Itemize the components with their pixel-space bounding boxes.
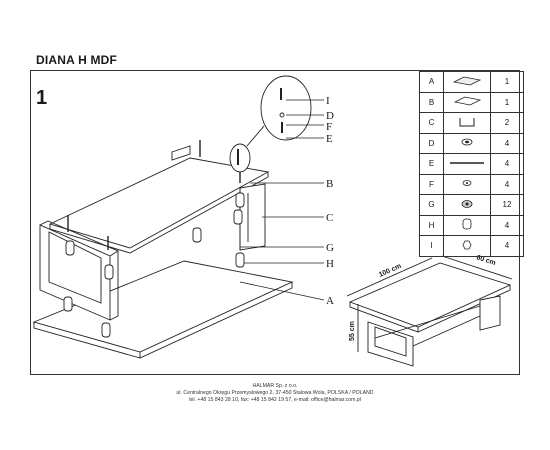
side-frame-icon: [443, 112, 491, 134]
part-quantity: 4: [490, 173, 524, 195]
callout-a: A: [326, 295, 334, 307]
cap-nut-icon: [443, 235, 491, 257]
part-quantity: 2: [490, 112, 524, 134]
part-letter: G: [419, 194, 444, 216]
part-quantity: 4: [490, 235, 524, 257]
shelf-b: [48, 157, 270, 249]
long-rod-icon: [443, 153, 491, 175]
suction-pad-icon: [443, 194, 491, 216]
part-quantity: 1: [490, 91, 524, 113]
part-letter: C: [419, 112, 444, 134]
washer-icon: [443, 132, 491, 154]
detail-circle-large: [260, 75, 312, 141]
detail-circle-small: [229, 143, 251, 173]
part-quantity: 1: [490, 71, 524, 93]
callout-f: F: [326, 121, 332, 133]
callout-h: H: [326, 258, 334, 270]
part-quantity: 4: [490, 214, 524, 236]
callout-i: I: [326, 95, 330, 107]
part-letter: B: [419, 91, 444, 113]
part-letter: H: [419, 214, 444, 236]
parts-row: G 12: [419, 194, 524, 216]
callout-d: D: [326, 110, 334, 122]
part-quantity: 12: [490, 194, 524, 216]
callout-c: C: [326, 212, 333, 224]
step-number: 1: [36, 87, 48, 109]
callout-g: G: [326, 242, 334, 254]
shelf-panel-icon: [443, 91, 491, 113]
dimension-height: 55 cm: [349, 321, 356, 341]
part-letter: F: [419, 173, 444, 195]
footer-company: HALMAR Sp. z o.o.: [252, 383, 298, 389]
callout-e: E: [326, 133, 333, 145]
footer-contact: tel. +48 15 843 28 10, fax: +48 15 842 1…: [189, 397, 361, 403]
finished-table-drawing: [346, 255, 513, 367]
part-quantity: 4: [490, 132, 524, 154]
document-title: DIANA H MDF: [36, 53, 118, 67]
part-letter: A: [419, 71, 444, 93]
spacer-cylinder-icon: [443, 214, 491, 236]
part-letter: D: [419, 132, 444, 154]
part-letter: E: [419, 153, 444, 175]
callout-b: B: [326, 178, 333, 190]
small-washer-icon: [443, 173, 491, 195]
glass-top-panel-icon: [443, 71, 491, 93]
part-quantity: 4: [490, 153, 524, 175]
footer-address: ul. Centralnego Okręgu Przemysłowego 2, …: [176, 390, 374, 396]
part-letter: I: [419, 235, 444, 257]
spacer-cylinders: [63, 192, 245, 338]
